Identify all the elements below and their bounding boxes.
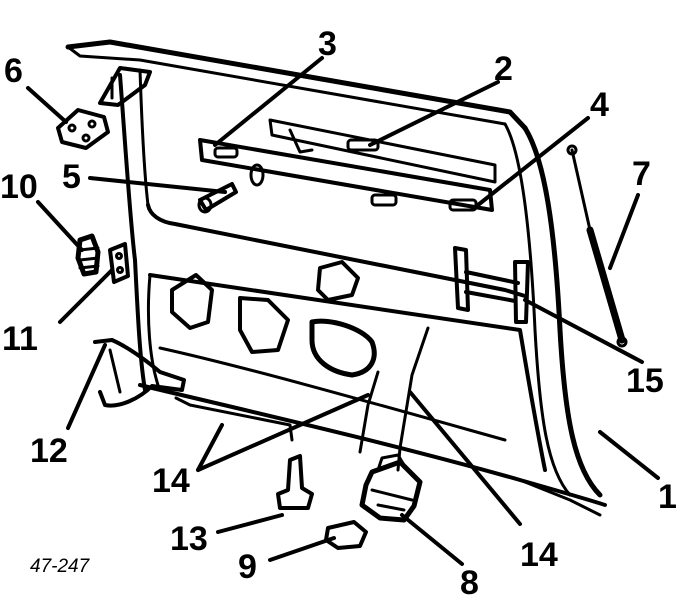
- leader-4: [476, 116, 590, 207]
- leader-11: [58, 268, 114, 324]
- callout-9: 9: [238, 548, 257, 586]
- leader-12: [66, 343, 107, 430]
- leader-1: [598, 430, 660, 480]
- hinge: [56, 66, 152, 150]
- leader-14a-2: [196, 393, 370, 472]
- callout-3: 3: [318, 25, 337, 63]
- access-opening-right: [309, 318, 377, 378]
- hinge-plate: [56, 108, 110, 150]
- bumper-stop: [197, 182, 238, 214]
- callout-13: 13: [170, 520, 208, 558]
- callout-14a: 14: [152, 462, 190, 500]
- leader-7: [608, 193, 640, 270]
- callout-5: 5: [62, 158, 81, 196]
- inner-door-panel: [146, 260, 547, 472]
- liftgate-door-panel: [65, 39, 607, 517]
- upper-bracket: [316, 260, 360, 302]
- leader-6: [26, 86, 68, 124]
- callout-4: 4: [590, 86, 609, 124]
- leader-lines: [26, 56, 660, 566]
- callout-8: 8: [460, 564, 479, 600]
- callout-2: 2: [494, 50, 513, 88]
- callout-10: 10: [0, 168, 38, 206]
- callout-1: 1: [658, 478, 677, 516]
- latch-cover: [324, 520, 368, 550]
- leader-5: [88, 176, 227, 194]
- leader-13: [216, 513, 284, 534]
- gas-strut: [566, 144, 628, 348]
- callout-7: 7: [632, 155, 651, 193]
- callout-labels: 1 2 3 4 5 6 7 8 9 10 11 12 13 14 14 15: [0, 25, 677, 600]
- latch-rods: [174, 326, 430, 472]
- leader-8: [400, 513, 464, 566]
- callout-14b: 14: [520, 536, 558, 574]
- latch-assembly: [359, 453, 423, 523]
- release-handle: [93, 338, 186, 408]
- handle-bracket: [453, 246, 530, 324]
- callout-11: 11: [2, 320, 38, 358]
- callout-6: 6: [4, 52, 23, 90]
- hinge-screw: [75, 233, 101, 277]
- access-opening-left: [170, 273, 214, 330]
- access-opening-middle: [238, 296, 290, 354]
- upper-trim-rail: [198, 118, 497, 212]
- leader-3: [213, 56, 324, 147]
- striker: [276, 454, 314, 510]
- leader-2: [368, 80, 500, 147]
- callout-15: 15: [626, 362, 664, 400]
- leader-14a-1: [196, 423, 224, 472]
- figure-id: 47-247: [30, 556, 91, 577]
- hinge-bracket: [108, 242, 130, 284]
- leader-10: [36, 200, 84, 252]
- leader-14b: [408, 390, 522, 526]
- leader-9: [268, 536, 336, 562]
- leader-15: [523, 298, 644, 364]
- callout-12: 12: [30, 432, 68, 470]
